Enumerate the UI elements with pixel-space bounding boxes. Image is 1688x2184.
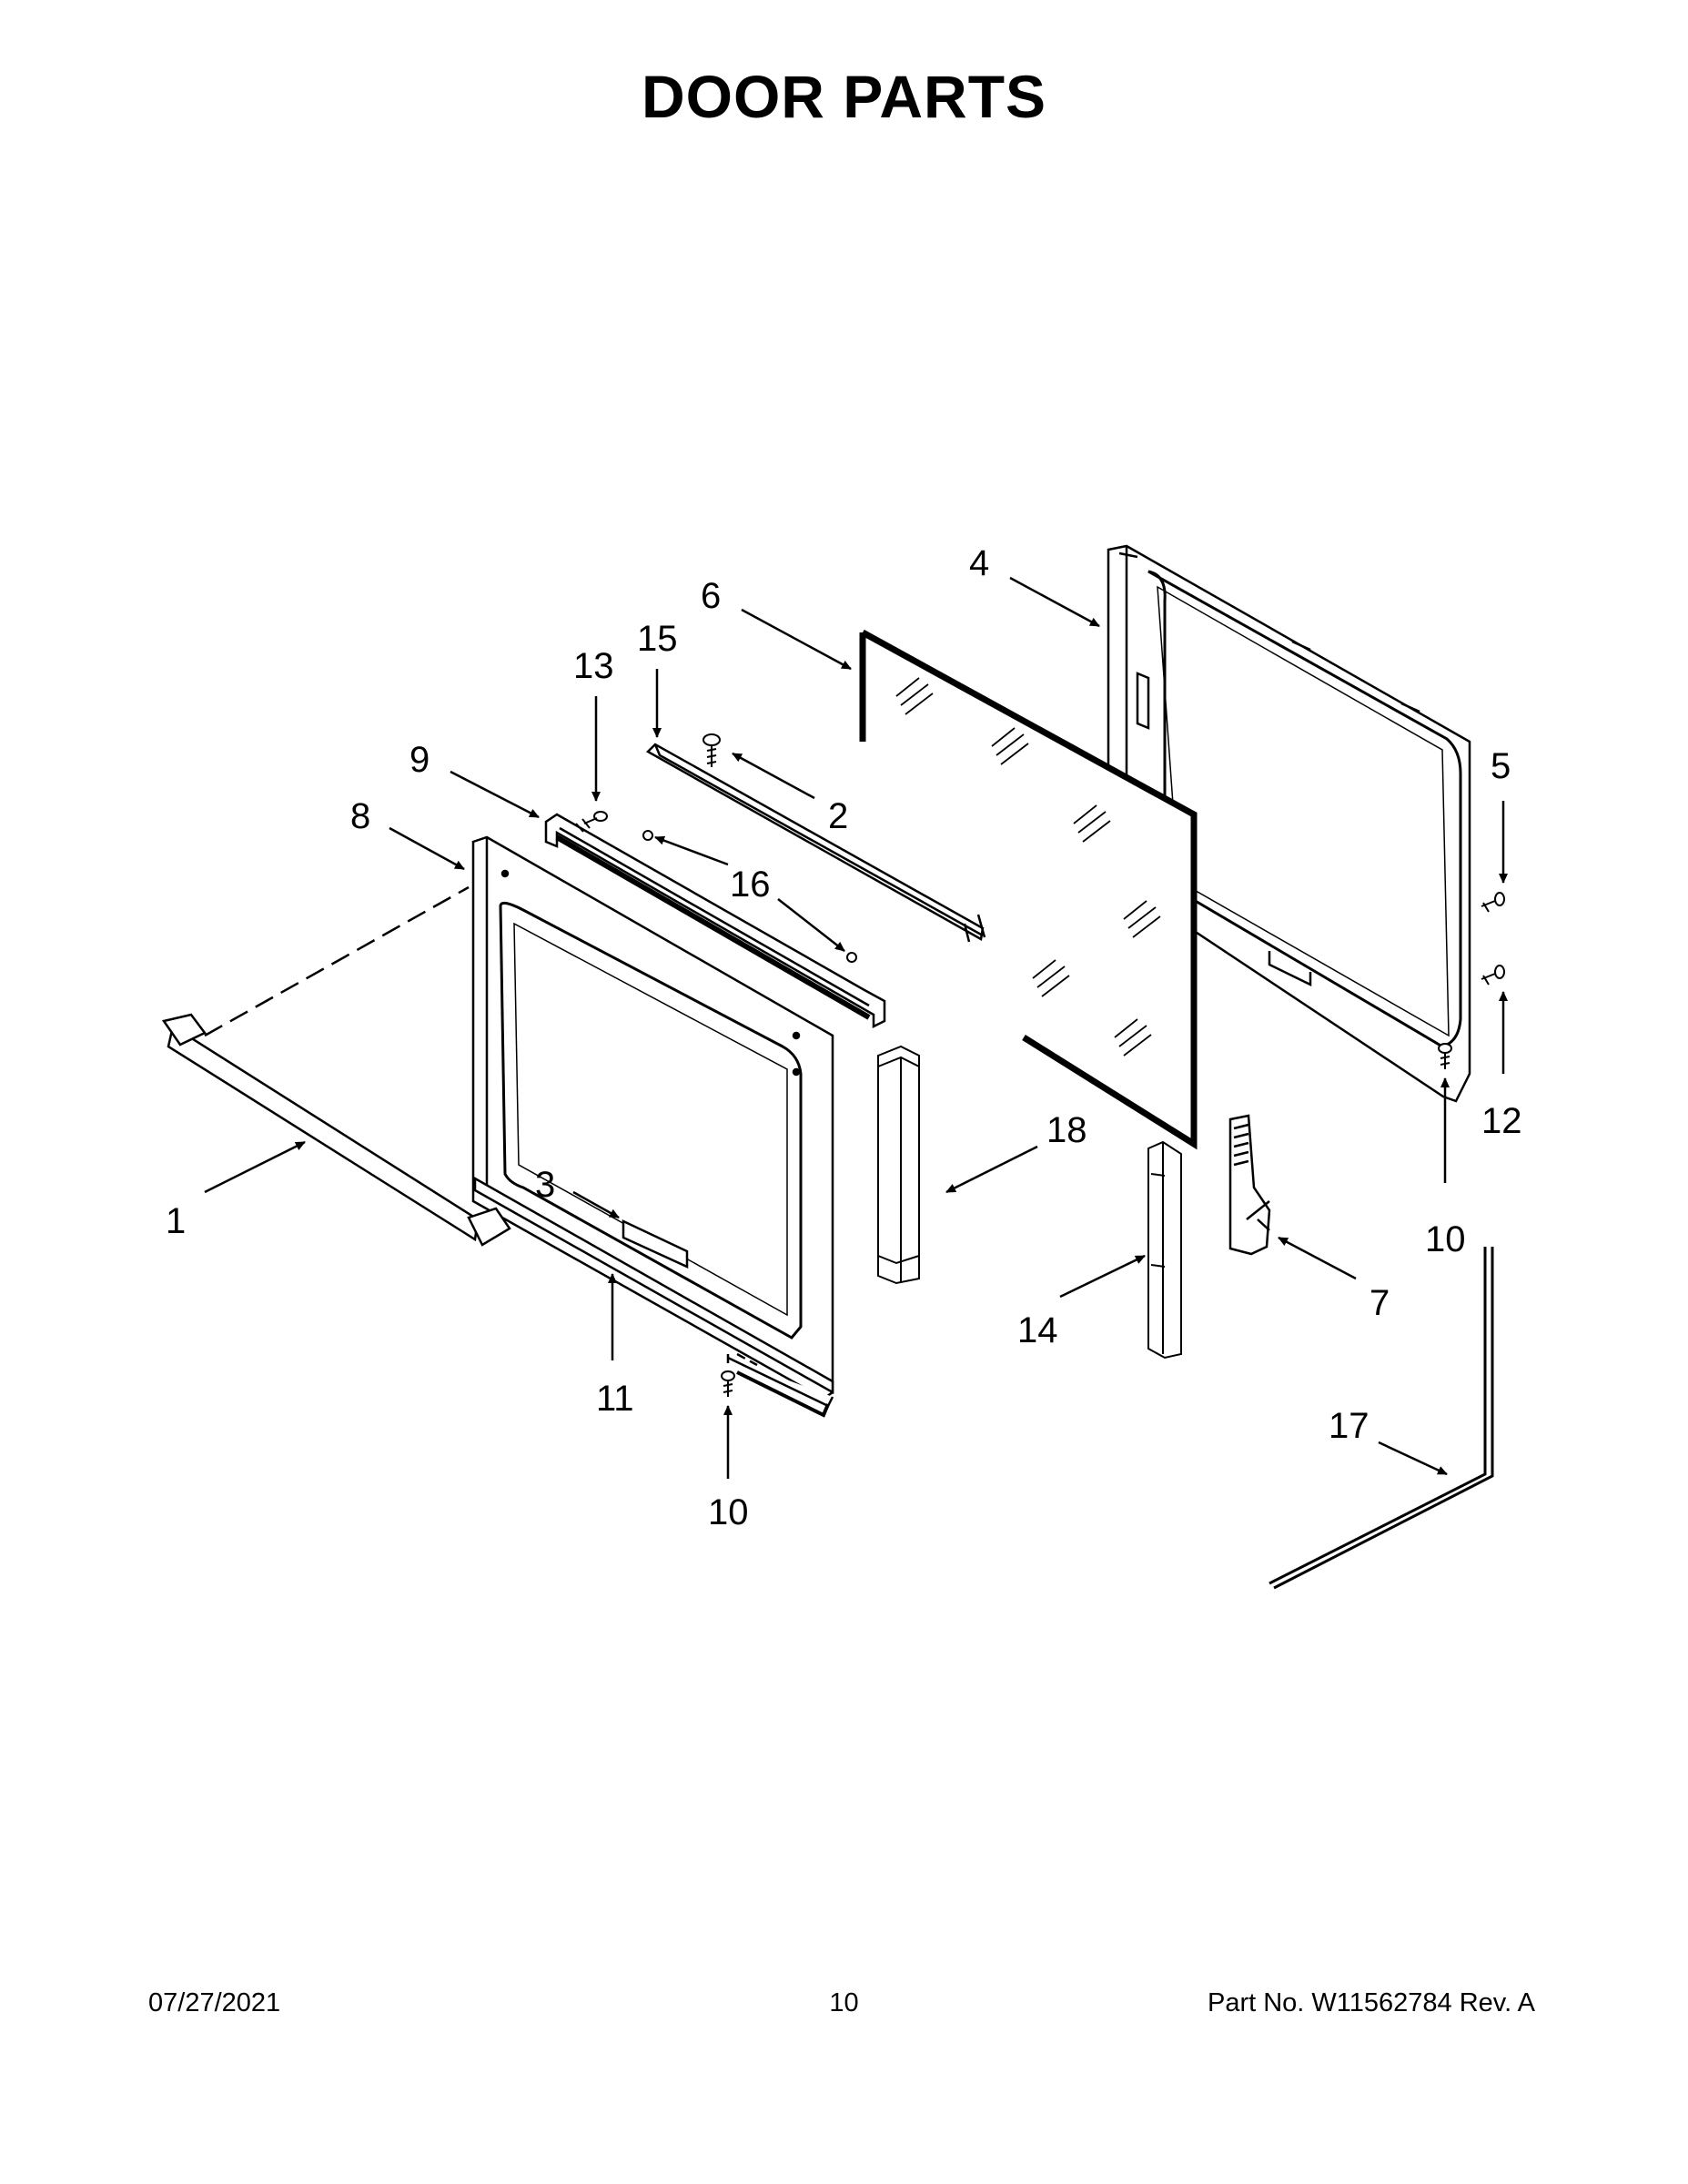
part-8-outer-door-panel	[471, 835, 834, 1400]
callout-10-right: 10	[1425, 1219, 1466, 1259]
arrow-2	[732, 752, 815, 800]
part-10-screw-right	[1438, 1043, 1452, 1069]
callout-17: 17	[1329, 1406, 1370, 1446]
callout-3: 3	[535, 1165, 555, 1205]
handle-mount-dashed-line	[204, 885, 470, 1037]
part-16-plug-right	[846, 952, 857, 963]
callout-12: 12	[1481, 1101, 1522, 1141]
part-3-badge	[622, 1219, 689, 1269]
arrow-6	[741, 608, 852, 671]
part-13-screw	[575, 811, 608, 833]
callout-16: 16	[730, 864, 771, 905]
part-7-hinge	[1228, 1114, 1271, 1256]
part-17-gasket	[1269, 1247, 1494, 1590]
callout-10-bottom: 10	[708, 1492, 749, 1532]
arrow-7	[1278, 1236, 1357, 1280]
arrow-3	[572, 1190, 620, 1219]
callout-9: 9	[409, 740, 430, 780]
arrow-14	[1059, 1254, 1146, 1299]
arrow-9	[450, 770, 540, 819]
callout-18: 18	[1046, 1110, 1087, 1150]
callout-15: 15	[637, 619, 678, 659]
callout-2: 2	[828, 796, 848, 836]
callout-1: 1	[166, 1201, 186, 1241]
page-title: DOOR PARTS	[641, 63, 1047, 130]
arrow-17	[1378, 1441, 1448, 1476]
part-1-handle	[161, 1013, 511, 1247]
footer-page-number: 10	[829, 1988, 859, 2017]
part-15-glass-retainer	[645, 743, 986, 943]
callout-4: 4	[969, 543, 989, 583]
part-11-bottom-trim	[473, 1176, 834, 1408]
part-11-bottom-trim-lower	[736, 1370, 830, 1418]
part-18-spacer	[877, 1045, 920, 1285]
part-16-plug-left	[642, 830, 653, 841]
arrow-16-left	[654, 835, 729, 866]
part-14-hinge-channel	[1147, 1140, 1182, 1360]
callout-13: 13	[573, 646, 614, 686]
callout-5: 5	[1491, 746, 1511, 786]
part-9-hinge-bracket	[544, 813, 886, 1029]
footer-part-number: Part No. W11562784 Rev. A	[1207, 1988, 1535, 2017]
part-5-screw	[1481, 892, 1505, 913]
part-4-inner-door-frame	[1107, 544, 1471, 1103]
bottom-screw-dashed-line	[726, 1352, 758, 1367]
callout-14: 14	[1017, 1310, 1058, 1350]
callout-6: 6	[701, 576, 721, 616]
arrow-18	[945, 1145, 1038, 1194]
callout-11: 11	[596, 1379, 634, 1419]
leader-arrows	[204, 576, 1508, 1479]
footer-date: 07/27/2021	[148, 1988, 281, 2017]
arrow-16-right	[777, 898, 845, 952]
part-6-door-glass	[859, 629, 1198, 1150]
part-2-screw	[702, 733, 721, 767]
part-12-screw	[1481, 965, 1505, 986]
part-10-screw-bottom	[721, 1370, 735, 1397]
arrow-1	[204, 1140, 306, 1194]
callout-7: 7	[1370, 1283, 1390, 1323]
callout-labels: 1 2 3 4 5 6 7 8 9 10 10 11 12 13 14 15 1…	[166, 543, 1522, 1532]
arrow-4	[1009, 576, 1100, 628]
arrow-8	[389, 826, 465, 871]
callout-8: 8	[350, 796, 370, 836]
